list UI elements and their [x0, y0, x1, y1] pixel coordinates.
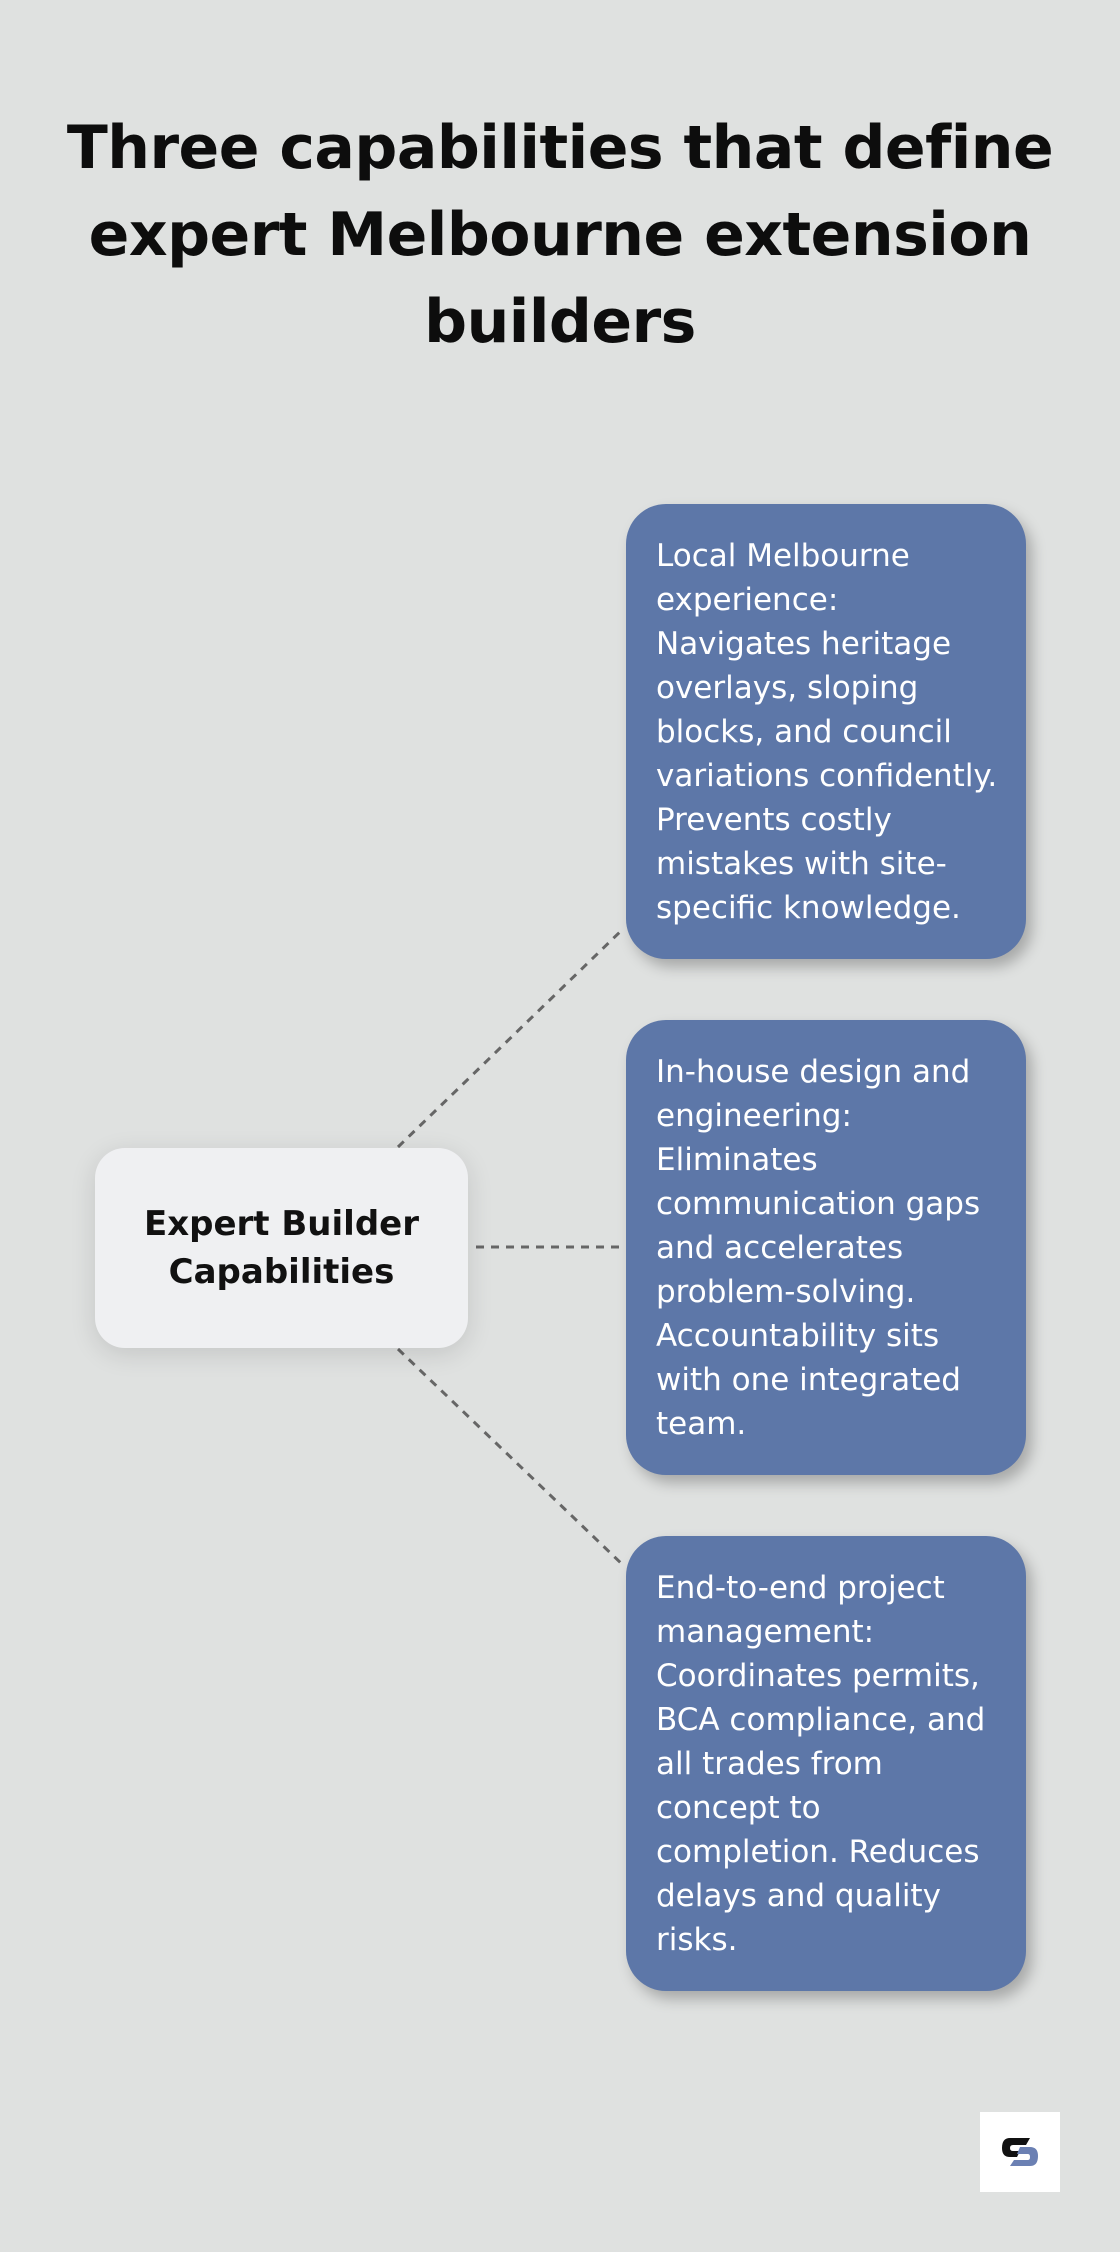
connector-line-1	[396, 926, 626, 1149]
capability-text: End-to-end project management: Coordinat…	[656, 1570, 986, 1958]
capability-card-project-management: End-to-end project management: Coordinat…	[626, 1536, 1026, 1991]
brand-logo-icon	[1002, 2138, 1038, 2166]
center-node-label: Expert Builder Capabilities	[143, 1204, 419, 1292]
connector-line-3	[396, 1347, 626, 1568]
brand-logo	[980, 2112, 1060, 2192]
center-node: Expert Builder Capabilities	[95, 1148, 468, 1348]
capability-text: Local Melbourne experience: Navigates he…	[656, 538, 998, 926]
capability-text: In-house design and engineering: Elimina…	[656, 1054, 981, 1442]
capability-card-local-experience: Local Melbourne experience: Navigates he…	[626, 504, 1026, 959]
page-title: Three capabilities that define expert Me…	[66, 113, 1054, 357]
capability-card-design-engineering: In-house design and engineering: Elimina…	[626, 1020, 1026, 1475]
